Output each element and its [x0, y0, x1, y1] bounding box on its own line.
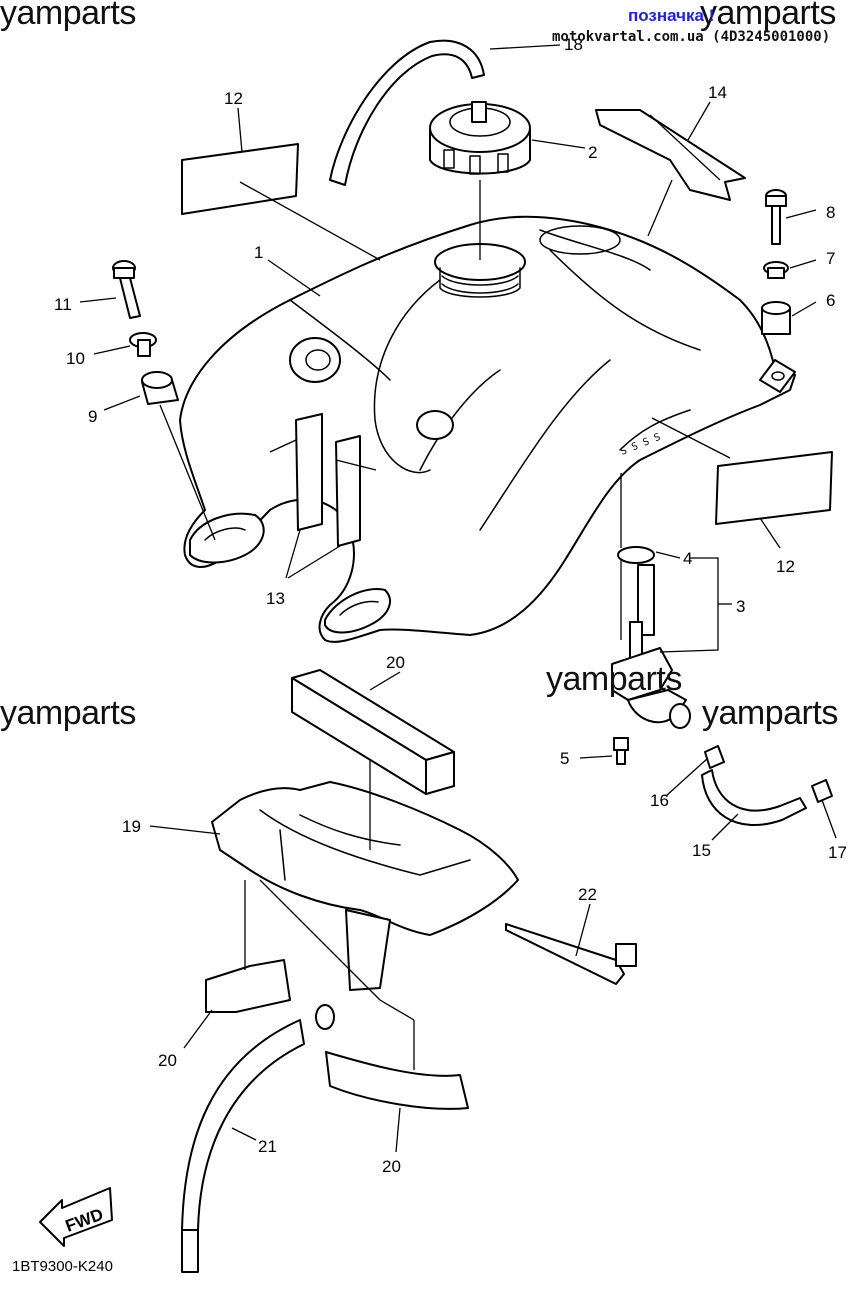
- callout-13: 13: [266, 589, 285, 608]
- callout-2: 2: [588, 143, 597, 162]
- watermark-top-left: yamparts: [0, 0, 136, 32]
- callout-20-left: 20: [158, 1051, 177, 1070]
- site-code-line: motokvartal.com.ua (4D3245001000): [552, 29, 831, 45]
- diagram-code: 1BT9300-K240: [12, 1258, 113, 1275]
- callout-7: 7: [826, 249, 835, 268]
- callout-1: 1: [254, 243, 263, 262]
- fuel-cap: [429, 101, 531, 175]
- callout-10: 10: [66, 349, 85, 368]
- callout-4: 4: [683, 549, 692, 568]
- callout-12-left: 12: [224, 89, 243, 108]
- callout-18: 18: [564, 35, 583, 54]
- fuel-tank: S S S S: [179, 215, 796, 643]
- bolt-11: [112, 260, 141, 319]
- callout-22: 22: [578, 885, 597, 904]
- callout-20-top: 20: [386, 653, 405, 672]
- callout-15: 15: [692, 841, 711, 860]
- callout-19: 19: [122, 817, 141, 836]
- callout-labels: 1 2 3 4 5 6 7 8 9 10 11 12 12 13 14 15 1…: [54, 35, 847, 1176]
- callout-21: 21: [258, 1137, 277, 1156]
- callout-12-right: 12: [776, 557, 795, 576]
- watermark-top-right: yamparts: [700, 0, 836, 32]
- callout-6: 6: [826, 291, 835, 310]
- callout-17: 17: [828, 843, 847, 862]
- fuel-cock: [611, 546, 691, 765]
- watermark-mid-right: yamparts: [702, 694, 838, 732]
- callout-11: 11: [54, 295, 72, 314]
- callout-3: 3: [736, 597, 745, 616]
- callout-14: 14: [708, 83, 727, 102]
- watermark-mid-left: yamparts: [0, 694, 136, 732]
- callout-16: 16: [650, 791, 669, 810]
- mark-link[interactable]: позначка !: [628, 6, 715, 25]
- watermark-center: yamparts: [546, 660, 682, 698]
- leader-lines: [79, 44, 837, 1153]
- bolt-8: [765, 189, 787, 245]
- callout-20-bottom: 20: [382, 1157, 401, 1176]
- callout-8: 8: [826, 203, 835, 222]
- fwd-arrow-icon: FWD: [39, 1187, 113, 1247]
- callout-5: 5: [560, 749, 569, 768]
- callout-9: 9: [88, 407, 97, 426]
